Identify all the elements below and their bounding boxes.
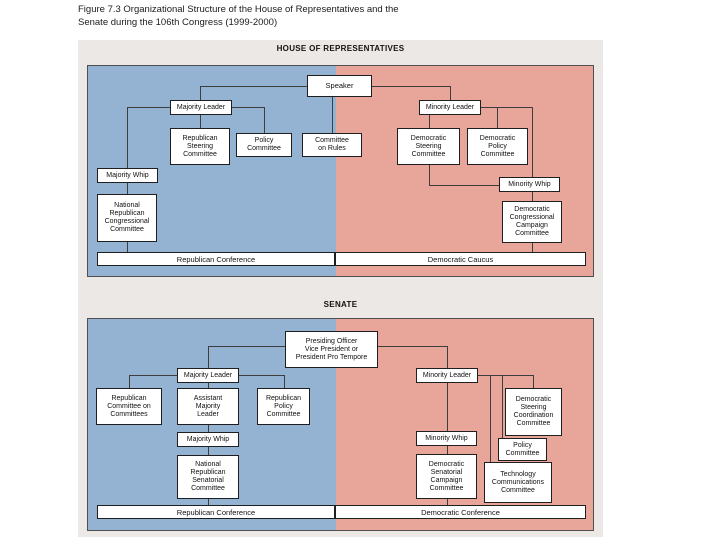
node-house-democratic-congressional-campaign-committee: Democratic Congressional Campaign Commit… <box>502 201 562 243</box>
connector-line <box>378 346 447 347</box>
connector-line <box>127 242 128 252</box>
connector-line <box>429 165 430 185</box>
node-senate-national-republican-senatorial-committee: National Republican Senatorial Committee <box>177 455 239 499</box>
connector-line <box>200 86 201 100</box>
node-senate-policy-committee: Policy Committee <box>498 438 547 461</box>
node-house-committee-on-rules: Committee on Rules <box>302 133 362 157</box>
node-senate-democratic-steering-coordination-committee: Democratic Steering Coordination Committ… <box>505 388 562 436</box>
connector-line <box>127 183 128 194</box>
connector-line <box>129 375 177 376</box>
node-house-policy-committee: Policy Committee <box>236 133 292 157</box>
connector-line <box>532 107 533 177</box>
connector-line <box>208 447 209 455</box>
node-senate-assistant-majority-leader: Assistant Majority Leader <box>177 388 239 425</box>
node-house-national-republican-congressional-committee: National Republican Congressional Commit… <box>97 194 157 242</box>
connector-line <box>447 446 448 454</box>
figure-title-line1: Figure 7.3 Organizational Structure of t… <box>78 4 399 15</box>
connector-line <box>429 185 499 186</box>
connector-line <box>127 107 128 168</box>
bar-house-democratic-caucus: Democratic Caucus <box>335 252 586 266</box>
connector-line <box>372 86 450 87</box>
figure-title-line2: Senate during the 106th Congress (1999-2… <box>78 17 278 28</box>
connector-line <box>447 346 448 368</box>
connector-line <box>200 115 201 128</box>
node-senate-presiding-officer: Presiding Officer Vice President or Pres… <box>285 331 378 368</box>
connector-line <box>429 115 430 128</box>
node-senate-minority-leader: Minority Leader <box>416 368 478 383</box>
house-panel-title: HOUSE OF REPRESENTATIVES <box>276 44 405 53</box>
connector-line <box>450 86 451 100</box>
senate-panel-title: SENATE <box>323 300 358 309</box>
connector-line <box>239 375 284 376</box>
node-house-majority-whip: Majority Whip <box>97 168 158 183</box>
node-house-speaker: Speaker <box>307 75 372 97</box>
bar-house-republican-conference: Republican Conference <box>97 252 335 266</box>
node-senate-republican-committee-on-committees: Republican Committee on Committees <box>96 388 162 425</box>
node-house-minority-whip: Minority Whip <box>499 177 560 192</box>
connector-line <box>497 107 498 128</box>
node-senate-technology-communications-committee: Technology Communications Committee <box>484 462 552 503</box>
connector-line <box>208 499 209 505</box>
connector-line <box>127 107 170 108</box>
node-senate-majority-whip: Majority Whip <box>177 432 239 447</box>
connector-line <box>200 86 307 87</box>
connector-line <box>208 425 209 432</box>
node-house-democratic-policy-committee: Democratic Policy Committee <box>467 128 528 165</box>
connector-line <box>232 107 264 108</box>
node-senate-republican-policy-committee: Republican Policy Committee <box>257 388 310 425</box>
node-house-majority-leader: Majority Leader <box>170 100 232 115</box>
node-senate-minority-whip: Minority Whip <box>416 431 477 446</box>
connector-line <box>264 107 265 133</box>
connector-line <box>533 375 534 388</box>
connector-line <box>208 346 209 368</box>
connector-line <box>502 375 503 438</box>
connector-line <box>478 375 533 376</box>
node-senate-democratic-senatorial-campaign-committee: Democratic Senatorial Campaign Committee <box>416 454 477 499</box>
connector-line <box>129 375 130 388</box>
connector-line <box>208 383 209 388</box>
connector-line <box>332 97 333 133</box>
connector-line <box>490 375 491 462</box>
connector-line <box>447 383 448 431</box>
node-house-minority-leader: Minority Leader <box>419 100 481 115</box>
bar-senate-democratic-conference: Democratic Conference <box>335 505 586 519</box>
connector-line <box>208 346 285 347</box>
connector-line <box>447 499 448 505</box>
node-senate-majority-leader: Majority Leader <box>177 368 239 383</box>
connector-line <box>481 107 532 108</box>
house-democratic-area <box>336 66 593 276</box>
bar-senate-republican-conference: Republican Conference <box>97 505 335 519</box>
node-house-republican-steering-committee: Republican Steering Committee <box>170 128 230 165</box>
connector-line <box>284 375 285 388</box>
node-house-democratic-steering-committee: Democratic Steering Committee <box>397 128 460 165</box>
connector-line <box>532 192 533 201</box>
connector-line <box>532 243 533 252</box>
